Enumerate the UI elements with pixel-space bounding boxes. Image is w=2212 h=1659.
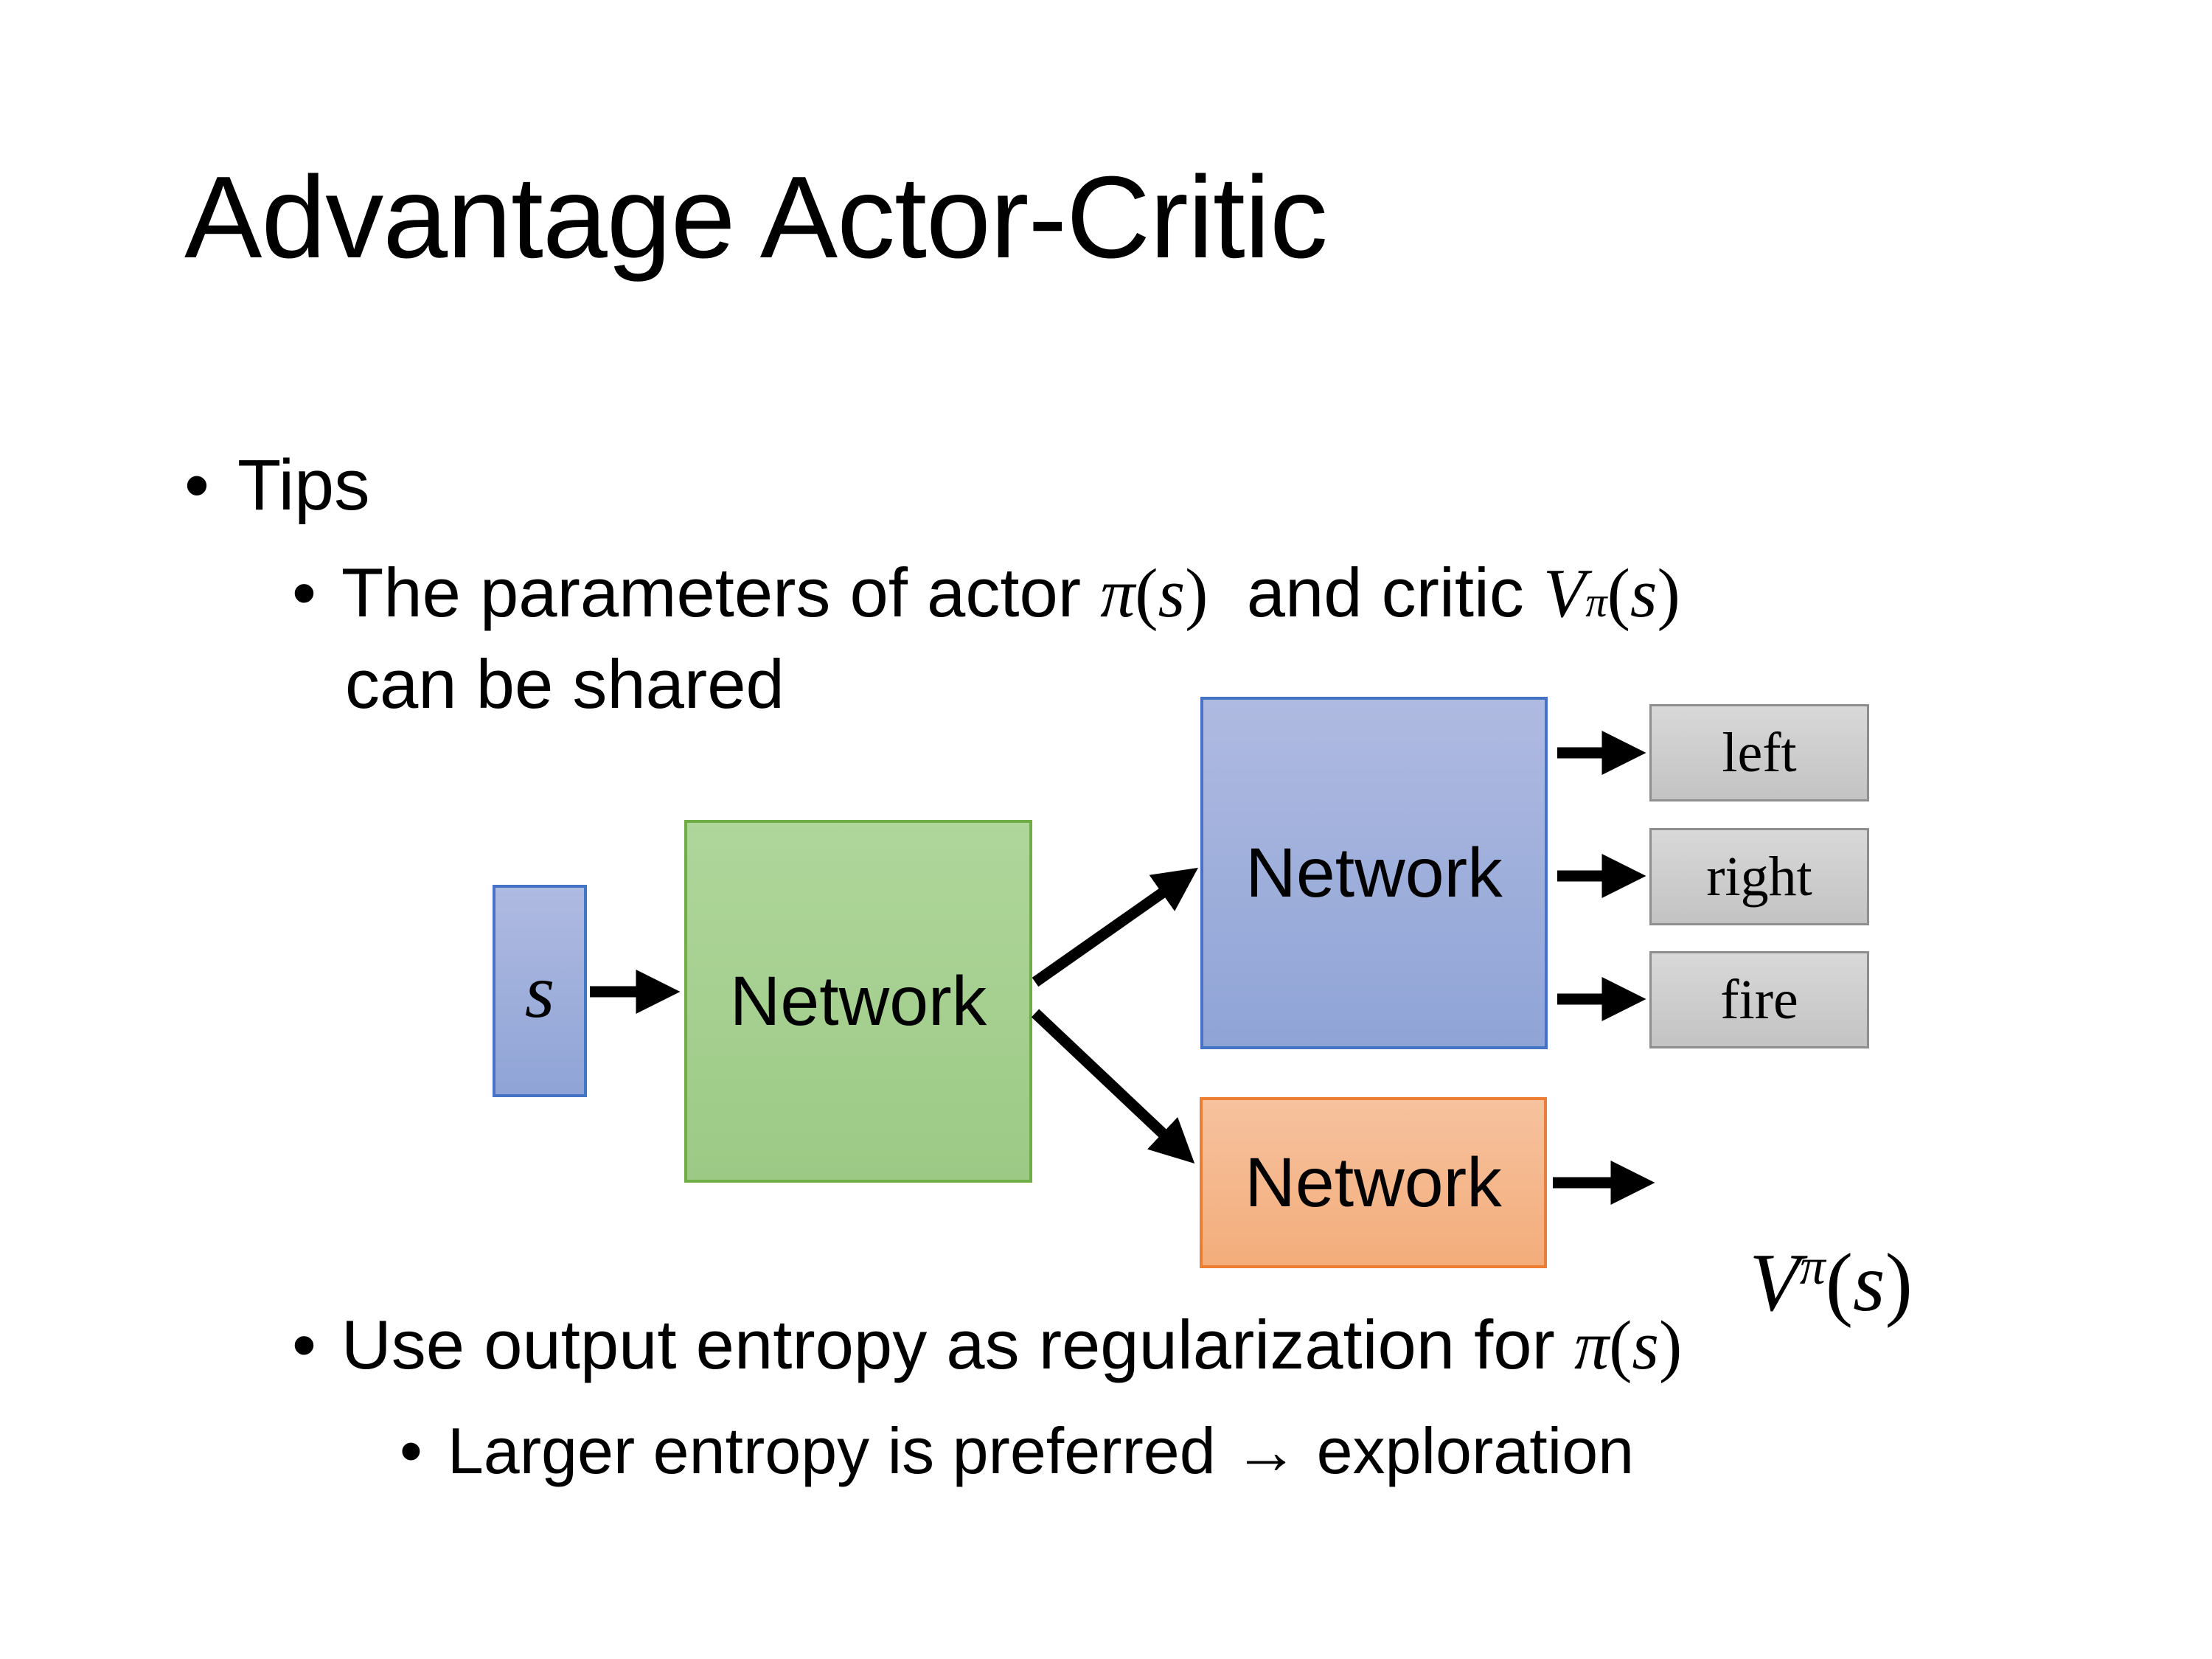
pi-superscript: π (1585, 578, 1607, 626)
critic-network-label: Network (1245, 1143, 1502, 1222)
shared-middle-text: and critic (1208, 554, 1543, 631)
open-paren: ( (1609, 1307, 1632, 1384)
bullet-dot: • (292, 554, 316, 631)
action-right-box: right (1649, 828, 1869, 925)
open-paren: ( (1135, 555, 1158, 632)
bullet-dot: • (292, 1306, 316, 1383)
actor-network-box: Network (1200, 697, 1548, 1049)
actor-network-label: Network (1245, 833, 1503, 912)
open-paren: ( (1607, 555, 1630, 632)
shared-line2-text: can be shared (345, 645, 785, 723)
close-paren: ) (1658, 1307, 1683, 1384)
action-fire-box: fire (1649, 951, 1869, 1048)
s-symbol: s (1158, 555, 1186, 632)
pi-superscript: π (1799, 1239, 1826, 1296)
exploration-text: Larger entropy is preferred → exploratio… (447, 1414, 1635, 1487)
bullet-entropy-regularization: • Use output entropy as regularization f… (292, 1304, 1682, 1388)
critic-output-value: Vπ(s) (1658, 1134, 1913, 1432)
shared-prefix-text: The parameters of actor (341, 554, 1101, 631)
arrow-shared-to-critic (1031, 1009, 1195, 1164)
close-paren: ) (1885, 1237, 1913, 1329)
page-title: Advantage Actor-Critic (184, 153, 1328, 282)
critic-network-box: Network (1200, 1097, 1547, 1268)
bullet-dot: • (184, 445, 209, 525)
open-paren: ( (1825, 1237, 1853, 1329)
s-symbol: s (1852, 1237, 1885, 1329)
action-right-label: right (1706, 845, 1812, 908)
V-symbol: V (1543, 555, 1586, 632)
bullet-shared-parameters-line2: can be shared (345, 643, 785, 726)
entropy-prefix-text: Use output entropy as regularization for (341, 1306, 1574, 1383)
state-input-box: s (493, 885, 587, 1097)
state-input-label: s (524, 948, 555, 1034)
pi-symbol: π (1100, 555, 1135, 632)
pi-symbol: π (1573, 1307, 1610, 1384)
action-fire-label: fire (1720, 968, 1798, 1031)
action-left-label: left (1722, 721, 1797, 784)
bullet-shared-parameters: • The parameters of actor π ( s ) and cr… (292, 552, 1680, 636)
bullet-tips: • Tips (184, 442, 370, 528)
arrow-shared-to-actor (1032, 867, 1198, 987)
bullet-dot: • (400, 1414, 422, 1487)
shared-network-label: Network (729, 961, 987, 1040)
close-paren: ) (1657, 555, 1680, 632)
bullet-tips-label: Tips (237, 445, 370, 525)
s-symbol: s (1632, 1307, 1659, 1384)
bullet-exploration: • Larger entropy is preferred → explorat… (400, 1412, 1634, 1490)
s-symbol: s (1630, 555, 1658, 632)
close-paren: ) (1185, 555, 1208, 632)
shared-network-box: Network (684, 820, 1032, 1183)
V-symbol: V (1749, 1237, 1800, 1329)
action-left-box: left (1649, 704, 1869, 801)
